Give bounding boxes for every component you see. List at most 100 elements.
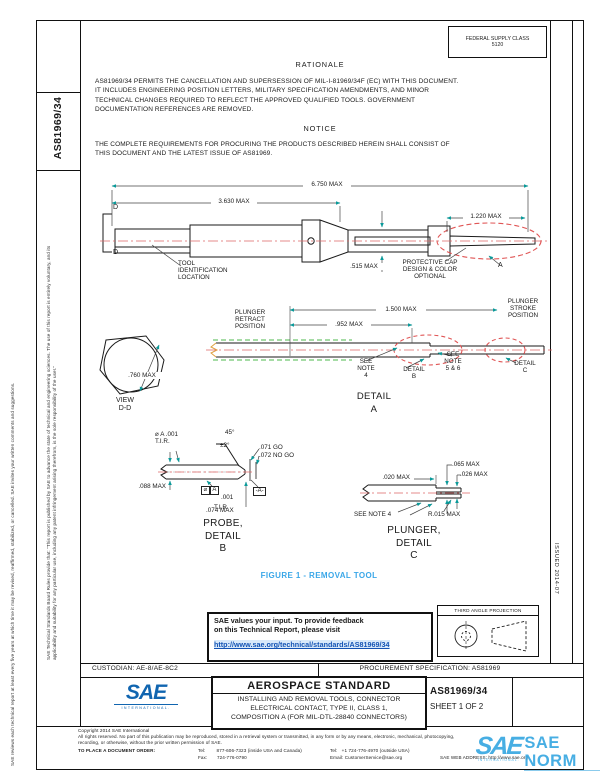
detail-a-dimensions: [289, 306, 517, 369]
probe-detail-dimensions: [168, 448, 260, 507]
side-box-divider-top: [36, 92, 80, 93]
right-strip-rule-outer: [572, 20, 573, 663]
feedback-link[interactable]: http://www.sae.org/technical/standards/A…: [214, 640, 390, 650]
third-angle-projection-box: THIRD ANGLE PROJECTION: [437, 605, 539, 657]
probe-dim-shank: .088 MAX: [138, 483, 166, 490]
dim-sleeve-dia: .515 MAX: [342, 263, 386, 270]
dim-retract: .952 MAX: [327, 321, 371, 328]
left-column-rule: [80, 20, 81, 726]
rationale-heading: RATIONALE: [295, 60, 345, 69]
feedback-line2: on this Technical Report, please visit: [214, 624, 341, 634]
sae-logo-subtext: INTERNATIONAL.: [114, 704, 178, 710]
detail-a-caption: DETAIL A: [356, 391, 392, 415]
plunger-detail-dimensions: [397, 464, 461, 516]
notice-heading: NOTICE: [303, 124, 337, 133]
plunger-retract-note: PLUNGER RETRACT POSITION: [234, 309, 266, 331]
section-d-mark-bottom: D: [113, 249, 119, 256]
title-block-center-cell: AEROSPACE STANDARD INSTALLING AND REMOVA…: [211, 676, 427, 730]
cap-highlight-ellipse: [436, 222, 542, 260]
watermark-sae-logo: SAE: [474, 732, 523, 760]
footer-fax: Fax: 724-776-0790: [198, 755, 247, 760]
right-strip-rule-inner: [550, 20, 551, 663]
footer-copyright: Copyright 2014 SAE International: [78, 728, 150, 733]
margin-disclaimer-outer: SAE reviews each technical report at lea…: [10, 382, 15, 766]
tir-frame-datum: A: [209, 486, 220, 495]
tir-frame-diameter-symbol: ⌀: [201, 486, 210, 495]
protective-cap-note: PROTECTIVE CAP DESIGN & COLOR OPTIONAL: [402, 259, 458, 281]
plunger-radius: R.015 MAX: [428, 511, 461, 518]
probe-gage-go: .071 GO: [259, 444, 283, 451]
watermark-logo-block: SAE INTERNATIONAL.: [474, 732, 523, 762]
plunger-caption: PLUNGER, DETAIL C: [387, 525, 441, 561]
see-note-4-detail-a: SEE NOTE 4: [357, 358, 375, 380]
watermark-text: SAE NORM: [524, 734, 600, 771]
detail-a-break-line: [210, 342, 219, 358]
sae-logo: SAE INTERNATIONAL.: [100, 682, 192, 710]
probe-datum-flag: -A-: [253, 487, 267, 496]
dim-stroke: 1.500 MAX: [376, 306, 426, 313]
detail-c-highlight-ellipse: [484, 337, 526, 363]
side-document-number: AS81969/34: [52, 92, 64, 164]
footer-rights: All rights reserved. No part of this pub…: [78, 734, 455, 745]
tir-frame-tir-label: T.I.R.: [214, 504, 229, 511]
margin-disclaimer-inner: SAE Technical Standards Board Rules prov…: [46, 245, 57, 660]
issued-date-text: ISSUED 2014-07: [553, 543, 559, 595]
footer-web-address: SAE WEB ADDRESS: http://www.sae.org: [440, 755, 529, 760]
probe-dim-tip: .074 MAX: [206, 507, 234, 514]
side-box-divider-bottom: [36, 170, 80, 171]
rationale-body: AS81969/34 PERMITS THE CANCELLATION AND …: [95, 78, 459, 114]
detail-b-reference: DETAIL B: [403, 366, 425, 381]
federal-supply-class-box: FEDERAL SUPPLY CLASS 5120: [448, 26, 547, 58]
feedback-box: SAE values your input. To provide feedba…: [207, 612, 433, 662]
plunger-dim-tip-wid: .026 MAX: [460, 471, 488, 478]
probe-tir-callout-top: ⌀ A .001 T.I.R.: [155, 431, 179, 446]
footer-tel-outside: Tel: +1 724-776-4970 (outside USA): [330, 748, 410, 753]
dim-body-length: 3.630 MAX: [211, 198, 257, 205]
dim-cap-length: 1.220 MAX: [463, 213, 509, 220]
watermark-international-label: INTERNATIONAL.: [477, 758, 520, 762]
tir-frame-value: .001: [221, 494, 234, 501]
fsc-label: FEDERAL SUPPLY CLASS: [465, 35, 530, 42]
detail-a-reference: A: [498, 262, 503, 269]
figure-caption: FIGURE 1 - REMOVAL TOOL: [260, 571, 378, 580]
sae-norm-watermark: SAE INTERNATIONAL. SAE NORM: [474, 732, 600, 771]
plunger-dim-step: .020 MAX: [382, 474, 410, 481]
view-dd-dim: .760 MAX: [122, 372, 162, 379]
sae-logo-text: SAE: [125, 681, 167, 704]
probe-angle: 45°: [225, 429, 235, 436]
detail-a-outline: [216, 342, 545, 358]
notice-body: THE COMPLETE REQUIREMENTS FOR PROCURING …: [95, 141, 450, 158]
probe-detail-outline: [160, 443, 257, 481]
issued-date: ISSUED 2014-07: [550, 543, 568, 661]
view-dd-outline: [99, 335, 165, 395]
probe-angle-tolerance: ±2°: [220, 442, 230, 449]
side-document-number-text: AS81969/34: [52, 96, 64, 160]
tool-identification-note: TOOL IDENTIFICATION LOCATION: [178, 260, 228, 282]
detail-c-reference: DETAIL C: [514, 360, 536, 375]
custodian-row-divider: [318, 663, 319, 677]
document-title: INSTALLING AND REMOVAL TOOLS, CONNECTOR …: [231, 696, 407, 721]
see-note-5-6: SEE NOTE 5 & 6: [444, 351, 462, 373]
footer-tel-inside: Tel: 877-606-7323 (inside USA and Canada…: [198, 748, 302, 753]
custodian-cell: CUSTODIAN: AE-8/AE-8C2: [92, 665, 178, 672]
main-view-outline: [102, 213, 536, 263]
title-block-divider-2: [512, 677, 513, 726]
custodian-row-top-rule: [80, 663, 584, 664]
standard-type: AEROSPACE STANDARD: [213, 678, 425, 694]
sheet-number: SHEET 1 OF 2: [430, 702, 484, 711]
sheet-border: [36, 20, 584, 770]
section-d-mark-top: D: [113, 204, 119, 211]
fsc-value: 5120: [491, 42, 504, 48]
view-dd-dim-line: [139, 344, 160, 392]
footer-order-label: TO PLACE A DOCUMENT ORDER:: [78, 748, 156, 753]
plunger-dim-tip-len: .065 MAX: [452, 461, 480, 468]
probe-gage-nogo: .072 NO GO: [259, 452, 294, 459]
dim-overall-length: 6.750 MAX: [303, 181, 351, 188]
third-angle-projection-label: THIRD ANGLE PROJECTION: [438, 606, 538, 616]
probe-tir-frame: ⌀A.001 T.I.R.: [201, 486, 233, 511]
plunger-stroke-note: PLUNGER STROKE POSITION: [507, 298, 539, 320]
view-dd-caption: VIEW D-D: [116, 397, 134, 412]
third-angle-projection-symbol: [454, 620, 527, 652]
document-number: AS81969/34: [430, 686, 488, 697]
